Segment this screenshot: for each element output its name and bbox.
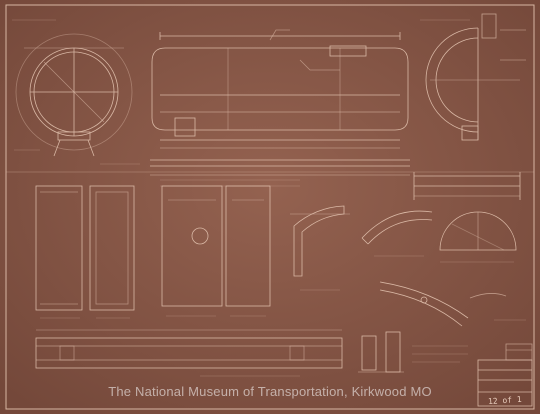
- bent-plate: [379, 281, 507, 327]
- side-panel-2: [89, 185, 135, 311]
- bottom-channel: [35, 329, 343, 369]
- tank-side-elevation: [151, 29, 409, 149]
- tank-end-view-left: [15, 33, 133, 157]
- side-panel-1: [35, 185, 83, 311]
- half-round-plate: [439, 211, 517, 251]
- longitudinal-strip: [150, 159, 521, 200]
- curved-segment: [290, 205, 350, 277]
- sheet-border: [5, 4, 535, 410]
- title-block: [477, 343, 533, 407]
- tank-end-view-right: [425, 13, 526, 141]
- small-brackets: [358, 331, 404, 373]
- side-panel-4: [225, 185, 271, 307]
- annotation-lines: [12, 19, 526, 377]
- arc-plate: [361, 210, 433, 245]
- museum-watermark: The National Museum of Transportation, K…: [108, 384, 432, 399]
- side-panel-3: [161, 185, 223, 307]
